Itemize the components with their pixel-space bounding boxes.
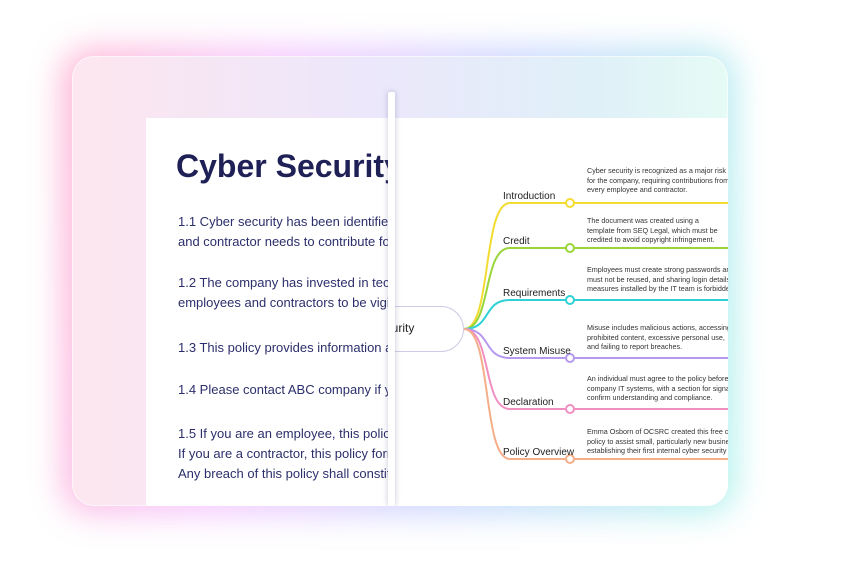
desc-credit: The document was created using a templat… [587,216,728,245]
desc-line: Misuse includes malicious actions, acces… [587,323,728,332]
paragraph-line: employees and contractors to be vigil [178,295,393,310]
desc-line: Cyber security is recognized as a major … [587,166,727,175]
desc-line: and failing to report breaches. [587,342,683,351]
desc-line: company IT systems, with a section for s… [587,383,728,393]
desc-line: An individual must agree to the policy b… [587,374,728,383]
paragraph-1-3: 1.3 This policy provides information ab [178,338,400,358]
paragraph-1-5: 1.5 If you are an employee, this policy … [178,424,398,484]
branch-node-dot[interactable] [565,243,575,253]
desc-line: for the company, requiring contributions… [587,175,728,185]
branch-node-dot[interactable] [565,295,575,305]
branch-node-dot[interactable] [565,353,575,363]
connector-2 [463,299,728,330]
branch-introduction[interactable]: Introduction [503,191,556,202]
paragraph-line: 1.5 If you are an employee, this policy [178,426,397,441]
desc-line: Emma Osborn of OCSRC created this free c… [587,427,728,436]
paragraph-line: and contractor needs to contribute fo [178,234,390,249]
comparison-slider-handle[interactable] [388,92,395,506]
desc-introduction: Cyber security is recognized as a major … [587,166,728,195]
branch-policy-overview[interactable]: Policy Overview [503,447,575,458]
mindmap-connectors [463,198,728,464]
desc-line: prohibited content, excessive personal u… [587,332,725,342]
desc-line: credited to avoid copyright infringement… [587,235,715,244]
root-label: ecurity [390,321,415,335]
document-title: Cyber Security [176,148,402,184]
branch-system-misuse[interactable]: System Misuse [503,346,571,357]
desc-line: establishing their first internal cyber … [587,446,727,455]
connector-3 [463,328,728,359]
desc-policy-overview: Emma Osborn of OCSRC created this free c… [587,427,728,456]
connector-5 [463,328,728,460]
paragraph-1-2: 1.2 The company has invested in techn em… [178,273,404,313]
branch-credit[interactable]: Credit [503,236,530,247]
paragraph-line: If you are a contractor, this policy for… [178,446,398,461]
desc-line: The document was created using a [587,216,699,225]
mindmap-root-node[interactable]: ecurity [390,306,464,352]
desc-line: confirm understanding and compliance. [587,393,713,402]
desc-requirements: Employees must create strong passwords a… [587,265,728,294]
paragraph-line: 1.4 Please contact ABC company if yo [178,382,399,397]
branch-node-dot[interactable] [565,198,575,208]
branch-declaration[interactable]: Declaration [503,397,554,408]
connector-1 [463,247,728,330]
connector-4 [463,328,728,410]
paragraph-line: 1.2 The company has invested in techn [178,275,404,290]
desc-line: measures installed by the IT team is for… [587,284,728,293]
desc-line: every employee and contractor. [587,185,688,194]
paragraph-1-1: 1.1 Cyber security has been identified a… [178,212,396,252]
desc-line: template from SEQ Legal, which must be [587,225,718,235]
connector-0 [463,202,728,330]
comparison-card: Cyber Security 1.1 Cyber security has be… [72,56,728,506]
desc-line: Employees must create strong passwords a… [587,265,728,274]
mindmap-view: ecurity Introduction Credit Requirements… [390,118,728,506]
desc-line: policy to assist small, particularly new… [587,436,728,446]
paragraph-line: 1.1 Cyber security has been identified [178,214,396,229]
branch-node-dot[interactable] [565,454,575,464]
desc-declaration: An individual must agree to the policy b… [587,374,728,403]
desc-system-misuse: Misuse includes malicious actions, acces… [587,323,728,352]
paragraph-1-4: 1.4 Please contact ABC company if yo [178,380,398,400]
branch-requirements[interactable]: Requirements [503,288,566,299]
paragraph-line: 1.3 This policy provides information ab [178,340,400,355]
branch-node-dot[interactable] [565,404,575,414]
desc-line: must not be reused, and sharing login de… [587,274,728,284]
paragraph-line: Any breach of this policy shall constitu [178,466,398,481]
